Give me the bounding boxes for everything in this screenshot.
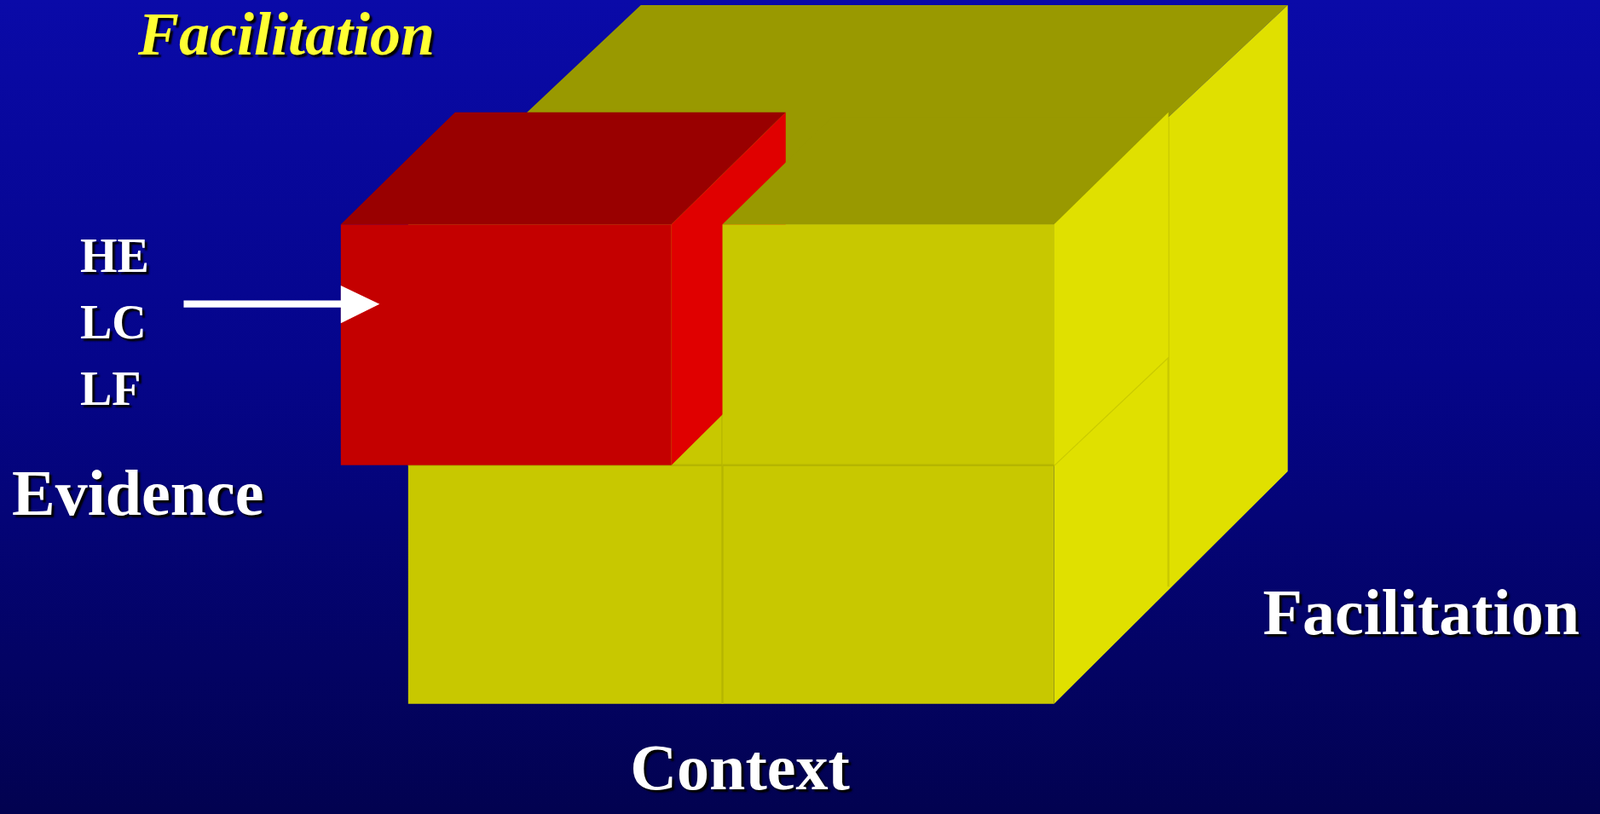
sub-block-right <box>1054 112 1169 466</box>
evidence-level: HE <box>80 231 150 280</box>
evidence-level: LF <box>80 364 142 413</box>
red-cube-front <box>340 224 672 465</box>
arrow-head <box>340 285 380 324</box>
arrow-shaft <box>183 300 345 307</box>
axis-label: Context <box>629 734 850 800</box>
sub-block-front <box>722 224 1055 465</box>
cube-right <box>1054 5 1289 705</box>
evidence-level: LC <box>80 298 147 347</box>
slide-title: Facilitation <box>138 3 435 65</box>
face-line <box>722 464 1055 467</box>
axis-label: Facilitation <box>1262 579 1580 645</box>
axis-label: Evidence <box>11 460 265 526</box>
